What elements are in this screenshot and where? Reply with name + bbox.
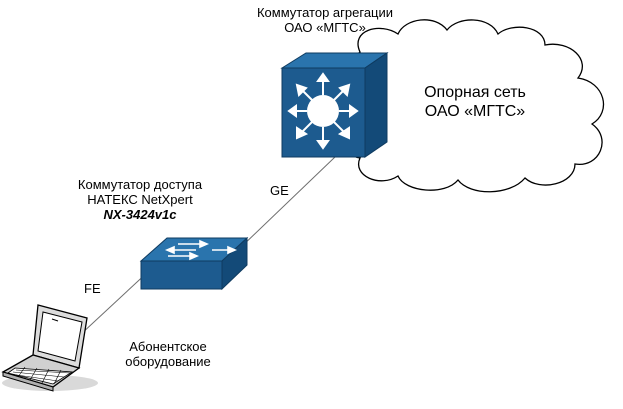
aggregation-switch-label-line1: Коммутатор агрегации [256,5,394,20]
uplink-label: GE [270,183,289,198]
access-switch-label-line1: Коммутатор доступа [77,177,203,192]
subscriber-equipment-label: Абонентское оборудование [108,339,228,369]
core-network-label: Опорная сеть ОАО «МГТС» [405,83,545,121]
aggregation-switch-label: Коммутатор агрегации ОАО «МГТС» [245,5,405,35]
downlink-line-fe [79,269,151,336]
access-switch-icon [139,236,249,291]
downlink-label: FE [84,281,101,296]
access-switch-label: Коммутатор доступа НАТЕКС NetXpert NX-34… [60,177,220,222]
core-network-label-line2: ОАО «МГТС» [424,103,526,120]
aggregation-switch-label-line2: ОАО «МГТС» [284,20,366,35]
subscriber-equipment-label-line1: Абонентское [129,339,207,354]
subscriber-equipment-label-line2: оборудование [125,354,211,369]
access-switch-label-line2: НАТЕКС NetXpert [87,192,193,207]
core-network-label-line1: Опорная сеть [424,84,526,101]
access-switch-model: NX-3424v1c [103,207,177,222]
uplink-line-ge [237,156,336,251]
laptop-icon [1,304,98,392]
aggregation-switch-icon [280,52,389,158]
